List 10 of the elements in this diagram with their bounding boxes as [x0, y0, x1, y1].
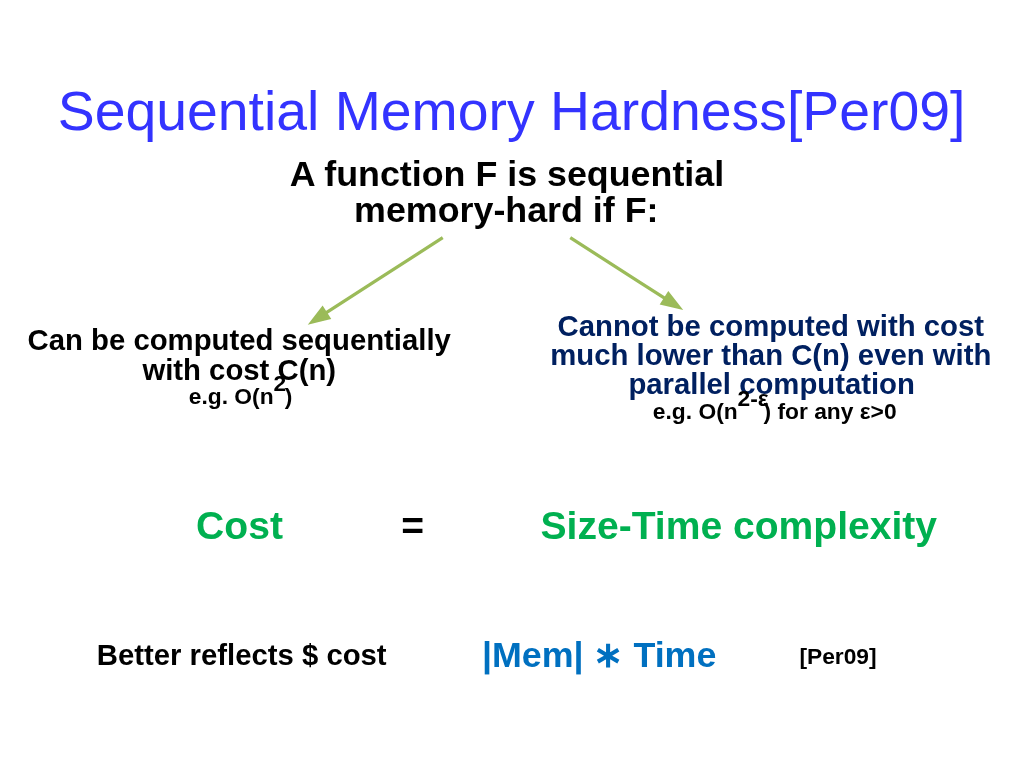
arrow — [307, 236, 444, 325]
node-text: A function F is sequential memory-hard if F: — [289, 154, 725, 231]
arrow — [569, 236, 684, 311]
label: Size-Time complexity — [540, 504, 938, 548]
label: Better reflects $ cost — [96, 637, 387, 671]
label: [Per09] — [799, 642, 877, 669]
diagram-title: Sequential Memory Hardness[Per09] — [57, 80, 966, 143]
label: Cost — [196, 504, 283, 548]
label: |Mem| ∗ Time — [481, 634, 717, 675]
label: = — [401, 504, 425, 548]
